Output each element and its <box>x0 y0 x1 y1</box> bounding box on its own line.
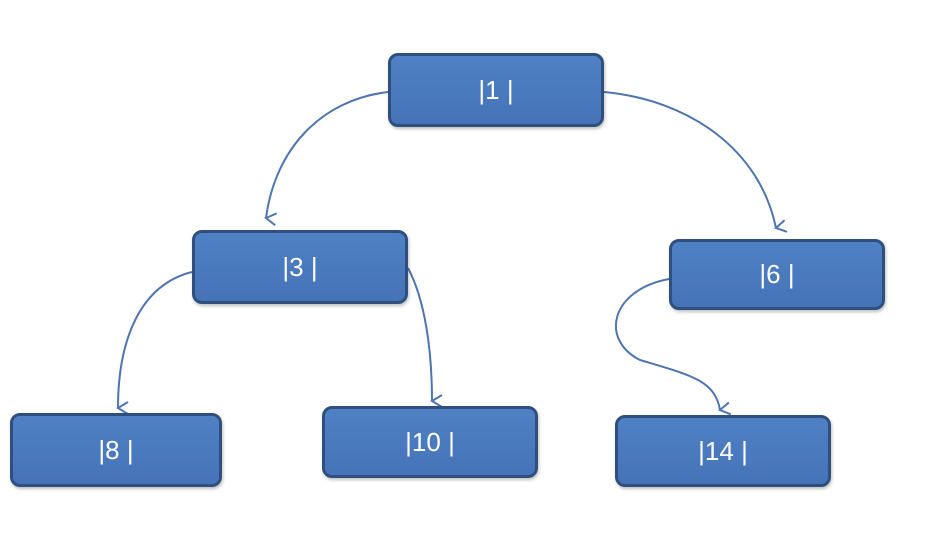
node-label: |14 | <box>698 435 748 466</box>
node-10: |10 | <box>322 406 538 478</box>
edge-3-10 <box>407 267 443 408</box>
node-8: |8 | <box>10 413 222 487</box>
node-14: |14 | <box>615 415 831 487</box>
edge-1-6 <box>603 91 788 233</box>
node-label: |8 | <box>98 434 134 465</box>
node-label: |3 | <box>282 251 318 282</box>
node-label: |6 | <box>759 259 795 289</box>
edge-3-8 <box>116 271 193 415</box>
node-1: |1 | <box>388 53 604 127</box>
node-3: |3 | <box>192 230 408 304</box>
node-label: |1 | <box>478 74 514 105</box>
node-label: |10 | <box>405 426 455 457</box>
node-6: |6 | <box>669 239 885 310</box>
edge-6-14 <box>614 278 732 416</box>
edge-1-3 <box>264 91 389 227</box>
